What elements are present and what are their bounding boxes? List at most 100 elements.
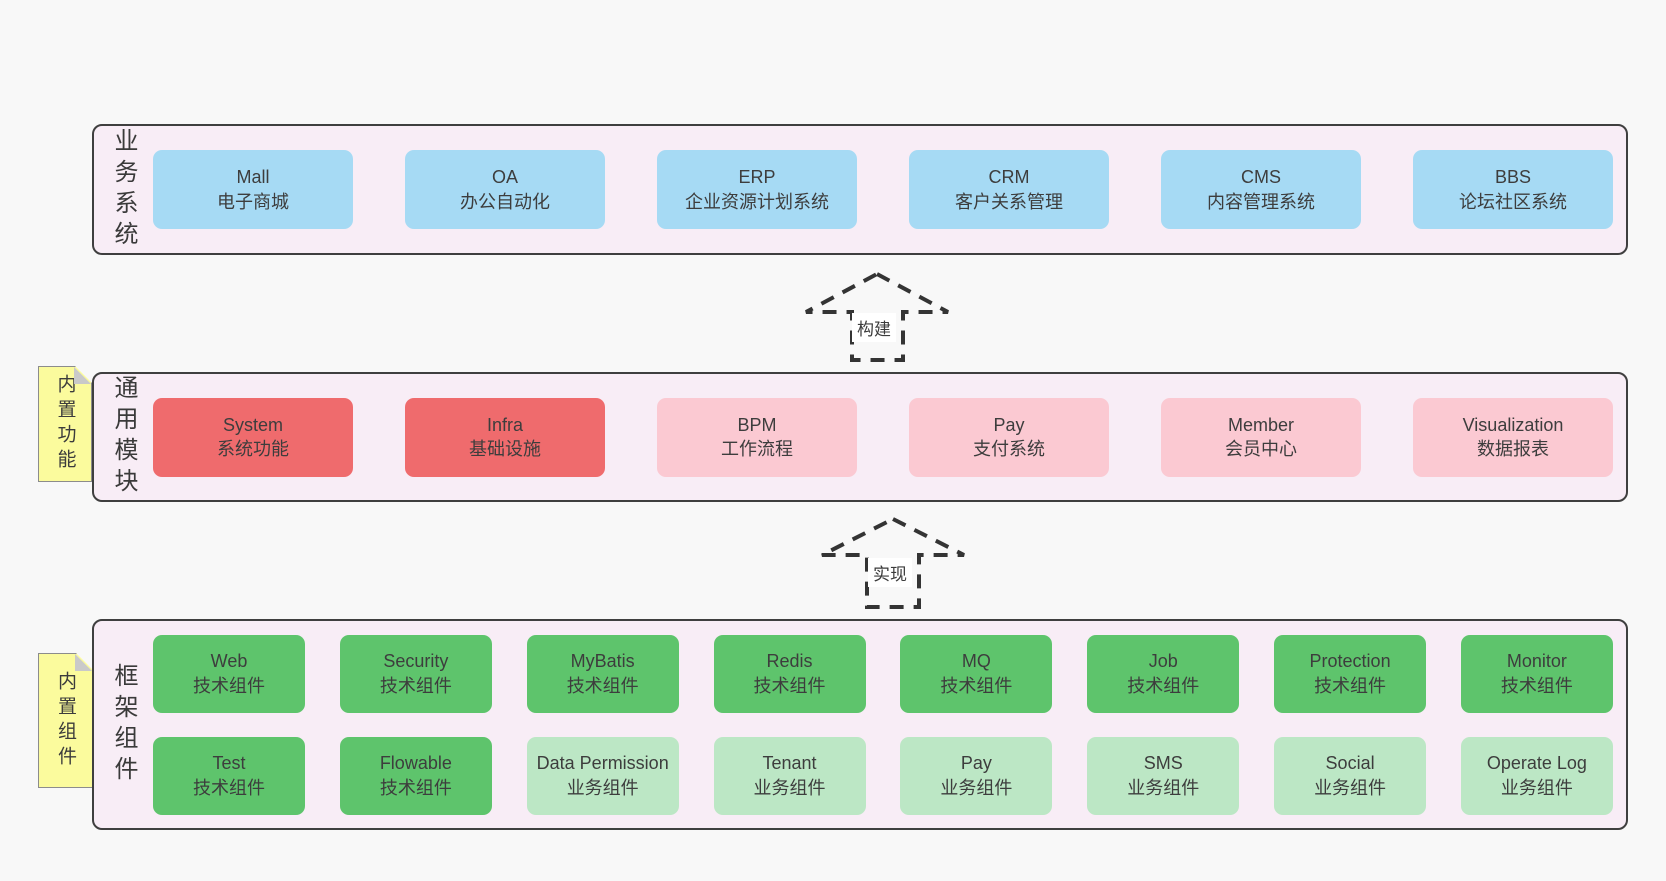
box-subtitle: 工作流程 xyxy=(721,439,793,459)
box-title: Web xyxy=(210,651,248,672)
build-arrow-icon xyxy=(805,271,949,362)
box-visualization: Visualization 数据报表 xyxy=(1413,397,1613,477)
box-tenant: Tenant 业务组件 xyxy=(713,736,866,815)
box-subtitle: 技术组件 xyxy=(1314,675,1387,696)
box-subtitle: 客户关系管理 xyxy=(955,191,1063,212)
box-bpm: BPM 工作流程 xyxy=(657,397,857,477)
box-subtitle: 数据报表 xyxy=(1477,439,1549,459)
box-subtitle: 业务组件 xyxy=(940,777,1013,798)
box-title: BPM xyxy=(737,414,777,435)
box-subtitle: 技术组件 xyxy=(379,675,452,696)
box-title: Protection xyxy=(1309,651,1391,672)
box-test: Test 技术组件 xyxy=(153,736,305,815)
box-monitor: Monitor 技术组件 xyxy=(1460,634,1613,713)
box-subtitle: 技术组件 xyxy=(193,777,265,798)
implement-arrow-label: 实现 xyxy=(868,558,912,587)
panel-label-business: 业务系统 xyxy=(110,127,137,252)
box-title: Social xyxy=(1325,753,1375,774)
build-arrow-label: 构建 xyxy=(852,313,896,342)
box-title: Monitor xyxy=(1506,651,1567,672)
box-subtitle: 企业资源计划系统 xyxy=(685,191,829,212)
box-title: CMS xyxy=(1241,167,1281,188)
box-pay-component: Pay 业务组件 xyxy=(900,736,1053,815)
box-subtitle: 业务组件 xyxy=(566,777,639,798)
box-subtitle: 技术组件 xyxy=(193,675,265,696)
panel-label-framework: 框架组件 xyxy=(110,662,137,787)
box-title: Test xyxy=(212,753,246,774)
box-operate-log: Operate Log 业务组件 xyxy=(1460,736,1613,815)
framework-row-1: Web 技术组件 Security 技术组件 MyBatis 技术组件 Redi… xyxy=(153,634,1613,713)
box-subtitle: 技术组件 xyxy=(940,675,1013,696)
box-title: Pay xyxy=(993,414,1025,435)
box-subtitle: 技术组件 xyxy=(1127,675,1200,696)
note-fold-corner xyxy=(75,654,92,671)
box-job: Job 技术组件 xyxy=(1087,634,1240,713)
panel-business-systems: 业务系统 Mall 电子商城 OA 办公自动化 ERP 企业资源计划系统 CRM… xyxy=(92,124,1628,255)
box-title: Infra xyxy=(486,414,524,435)
note-text: 内置组件 xyxy=(55,670,76,771)
box-subtitle: 业务组件 xyxy=(1127,777,1200,798)
box-member: Member 会员中心 xyxy=(1161,397,1361,477)
box-subtitle: 业务组件 xyxy=(753,777,826,798)
box-subtitle: 支付系统 xyxy=(973,439,1045,459)
panel-framework-components: 框架组件 Web 技术组件 Security 技术组件 MyBatis 技术组件… xyxy=(92,619,1628,830)
box-subtitle: 会员中心 xyxy=(1225,439,1297,459)
box-web: Web 技术组件 xyxy=(153,634,305,713)
box-title: Job xyxy=(1148,651,1178,672)
panel-label-modules: 通用模块 xyxy=(110,375,137,499)
box-title: MyBatis xyxy=(570,651,635,672)
box-title: System xyxy=(222,414,283,435)
modules-row: System 系统功能 Infra 基础设施 BPM 工作流程 Pay 支付系统… xyxy=(153,397,1613,477)
box-infra: Infra 基础设施 xyxy=(405,397,605,477)
panel-common-modules: 通用模块 System 系统功能 Infra 基础设施 BPM 工作流程 Pay… xyxy=(92,372,1628,502)
box-mq: MQ 技术组件 xyxy=(900,634,1053,713)
box-title: Tenant xyxy=(762,753,817,774)
box-title: Visualization xyxy=(1462,414,1564,435)
box-subtitle: 论坛社区系统 xyxy=(1459,191,1567,212)
note-built-in-features: 内置功能 xyxy=(38,366,92,482)
note-built-in-components: 内置组件 xyxy=(38,653,93,788)
box-subtitle: 业务组件 xyxy=(1314,777,1387,798)
note-fold-corner xyxy=(74,367,91,384)
box-redis: Redis 技术组件 xyxy=(713,634,866,713)
box-subtitle: 电子商城 xyxy=(217,191,289,212)
box-title: Redis xyxy=(766,651,813,672)
box-mall: Mall 电子商城 xyxy=(153,150,353,229)
box-subtitle: 业务组件 xyxy=(1500,777,1573,798)
box-title: Flowable xyxy=(379,753,452,774)
box-subtitle: 基础设施 xyxy=(469,439,541,459)
box-title: Pay xyxy=(960,753,992,774)
box-security: Security 技术组件 xyxy=(339,634,492,713)
box-title: CRM xyxy=(988,167,1030,188)
box-flowable: Flowable 技术组件 xyxy=(339,736,492,815)
box-cms: CMS 内容管理系统 xyxy=(1161,150,1361,229)
box-subtitle: 办公自动化 xyxy=(460,191,550,212)
box-protection: Protection 技术组件 xyxy=(1274,634,1427,713)
box-title: Mall xyxy=(236,167,270,188)
box-system: System 系统功能 xyxy=(153,397,353,477)
box-subtitle: 技术组件 xyxy=(753,675,826,696)
framework-row-2: Test 技术组件 Flowable 技术组件 Data Permission … xyxy=(153,736,1613,815)
box-data-permission: Data Permission 业务组件 xyxy=(526,736,679,815)
box-social: Social 业务组件 xyxy=(1274,736,1427,815)
box-title: BBS xyxy=(1494,167,1532,188)
box-title: OA xyxy=(491,167,518,188)
box-mybatis: MyBatis 技术组件 xyxy=(526,634,679,713)
box-bbs: BBS 论坛社区系统 xyxy=(1413,150,1613,229)
box-title: SMS xyxy=(1143,753,1183,774)
box-pay-module: Pay 支付系统 xyxy=(909,397,1109,477)
box-subtitle: 技术组件 xyxy=(379,777,452,798)
box-subtitle: 系统功能 xyxy=(217,439,289,459)
box-sms: SMS 业务组件 xyxy=(1087,736,1240,815)
box-subtitle: 内容管理系统 xyxy=(1207,191,1315,212)
box-title: Operate Log xyxy=(1486,753,1587,774)
note-text: 内置功能 xyxy=(54,374,76,474)
box-oa: OA 办公自动化 xyxy=(405,150,605,229)
box-title: Security xyxy=(383,651,449,672)
implement-arrow-icon xyxy=(821,516,965,609)
box-title: Data Permission xyxy=(536,753,669,774)
box-erp: ERP 企业资源计划系统 xyxy=(657,150,857,229)
business-row: Mall 电子商城 OA 办公自动化 ERP 企业资源计划系统 CRM 客户关系… xyxy=(153,150,1613,229)
box-title: Member xyxy=(1227,414,1294,435)
